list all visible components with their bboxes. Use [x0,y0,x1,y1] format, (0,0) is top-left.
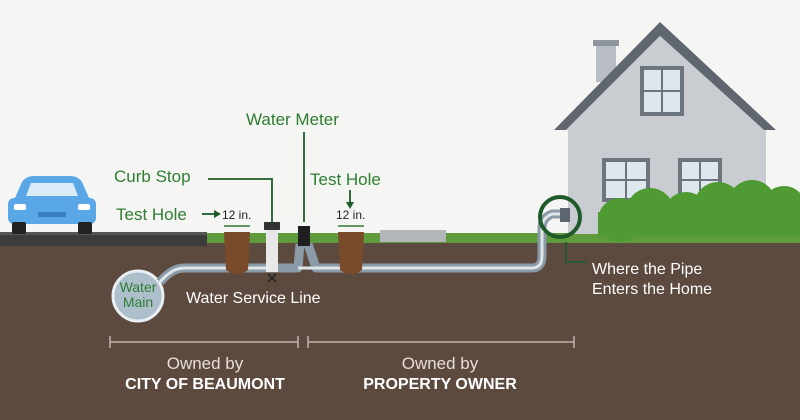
water-main-label-line2: Main [122,294,154,310]
car-icon [8,176,96,234]
road-edge [0,232,207,235]
owner-left-caption: Owned by [166,354,244,373]
ownership-brackets [109,336,575,348]
water-meter-box [298,226,310,246]
owner-left-name: CITY OF BEAUMONT [125,376,285,393]
pipe-entry-label-line2: Enters the Home [592,281,713,298]
curb-stop-label: Curb Stop [114,167,191,186]
water-service-line-label: Water Service Line [186,290,321,307]
test-hole-left [224,232,250,274]
sidewalk [380,230,446,242]
dimension-right-label: 12 in. [336,208,366,222]
test-hole-right [338,232,364,274]
dimension-left-label: 12 in. [222,208,252,222]
test-hole-right-label: Test Hole [310,170,381,189]
grass-left [205,233,800,243]
service-pipe-highlight [158,212,570,283]
test-hole-left-label: Test Hole [116,205,187,224]
entry-fitting [560,208,570,222]
water-main-circle [111,269,165,323]
pipe-entry-label-line1: Where the Pipe [592,261,703,278]
leader-lines [202,132,586,263]
road [0,232,207,246]
bush-icon [598,180,800,242]
water-meter-label: Water Meter [246,110,339,129]
water-main-label-line1: Water [119,279,157,295]
owner-right-name: PROPERTY OWNER [363,376,517,393]
leader-arrowheads [214,202,354,218]
water-main-label: Water Main [118,280,158,310]
entry-circle [538,195,582,239]
curb-stop-valve [264,222,280,283]
owner-right-caption: Owned by [401,354,479,373]
pipe-entry-label: Where the Pipe Enters the Home [592,260,712,300]
